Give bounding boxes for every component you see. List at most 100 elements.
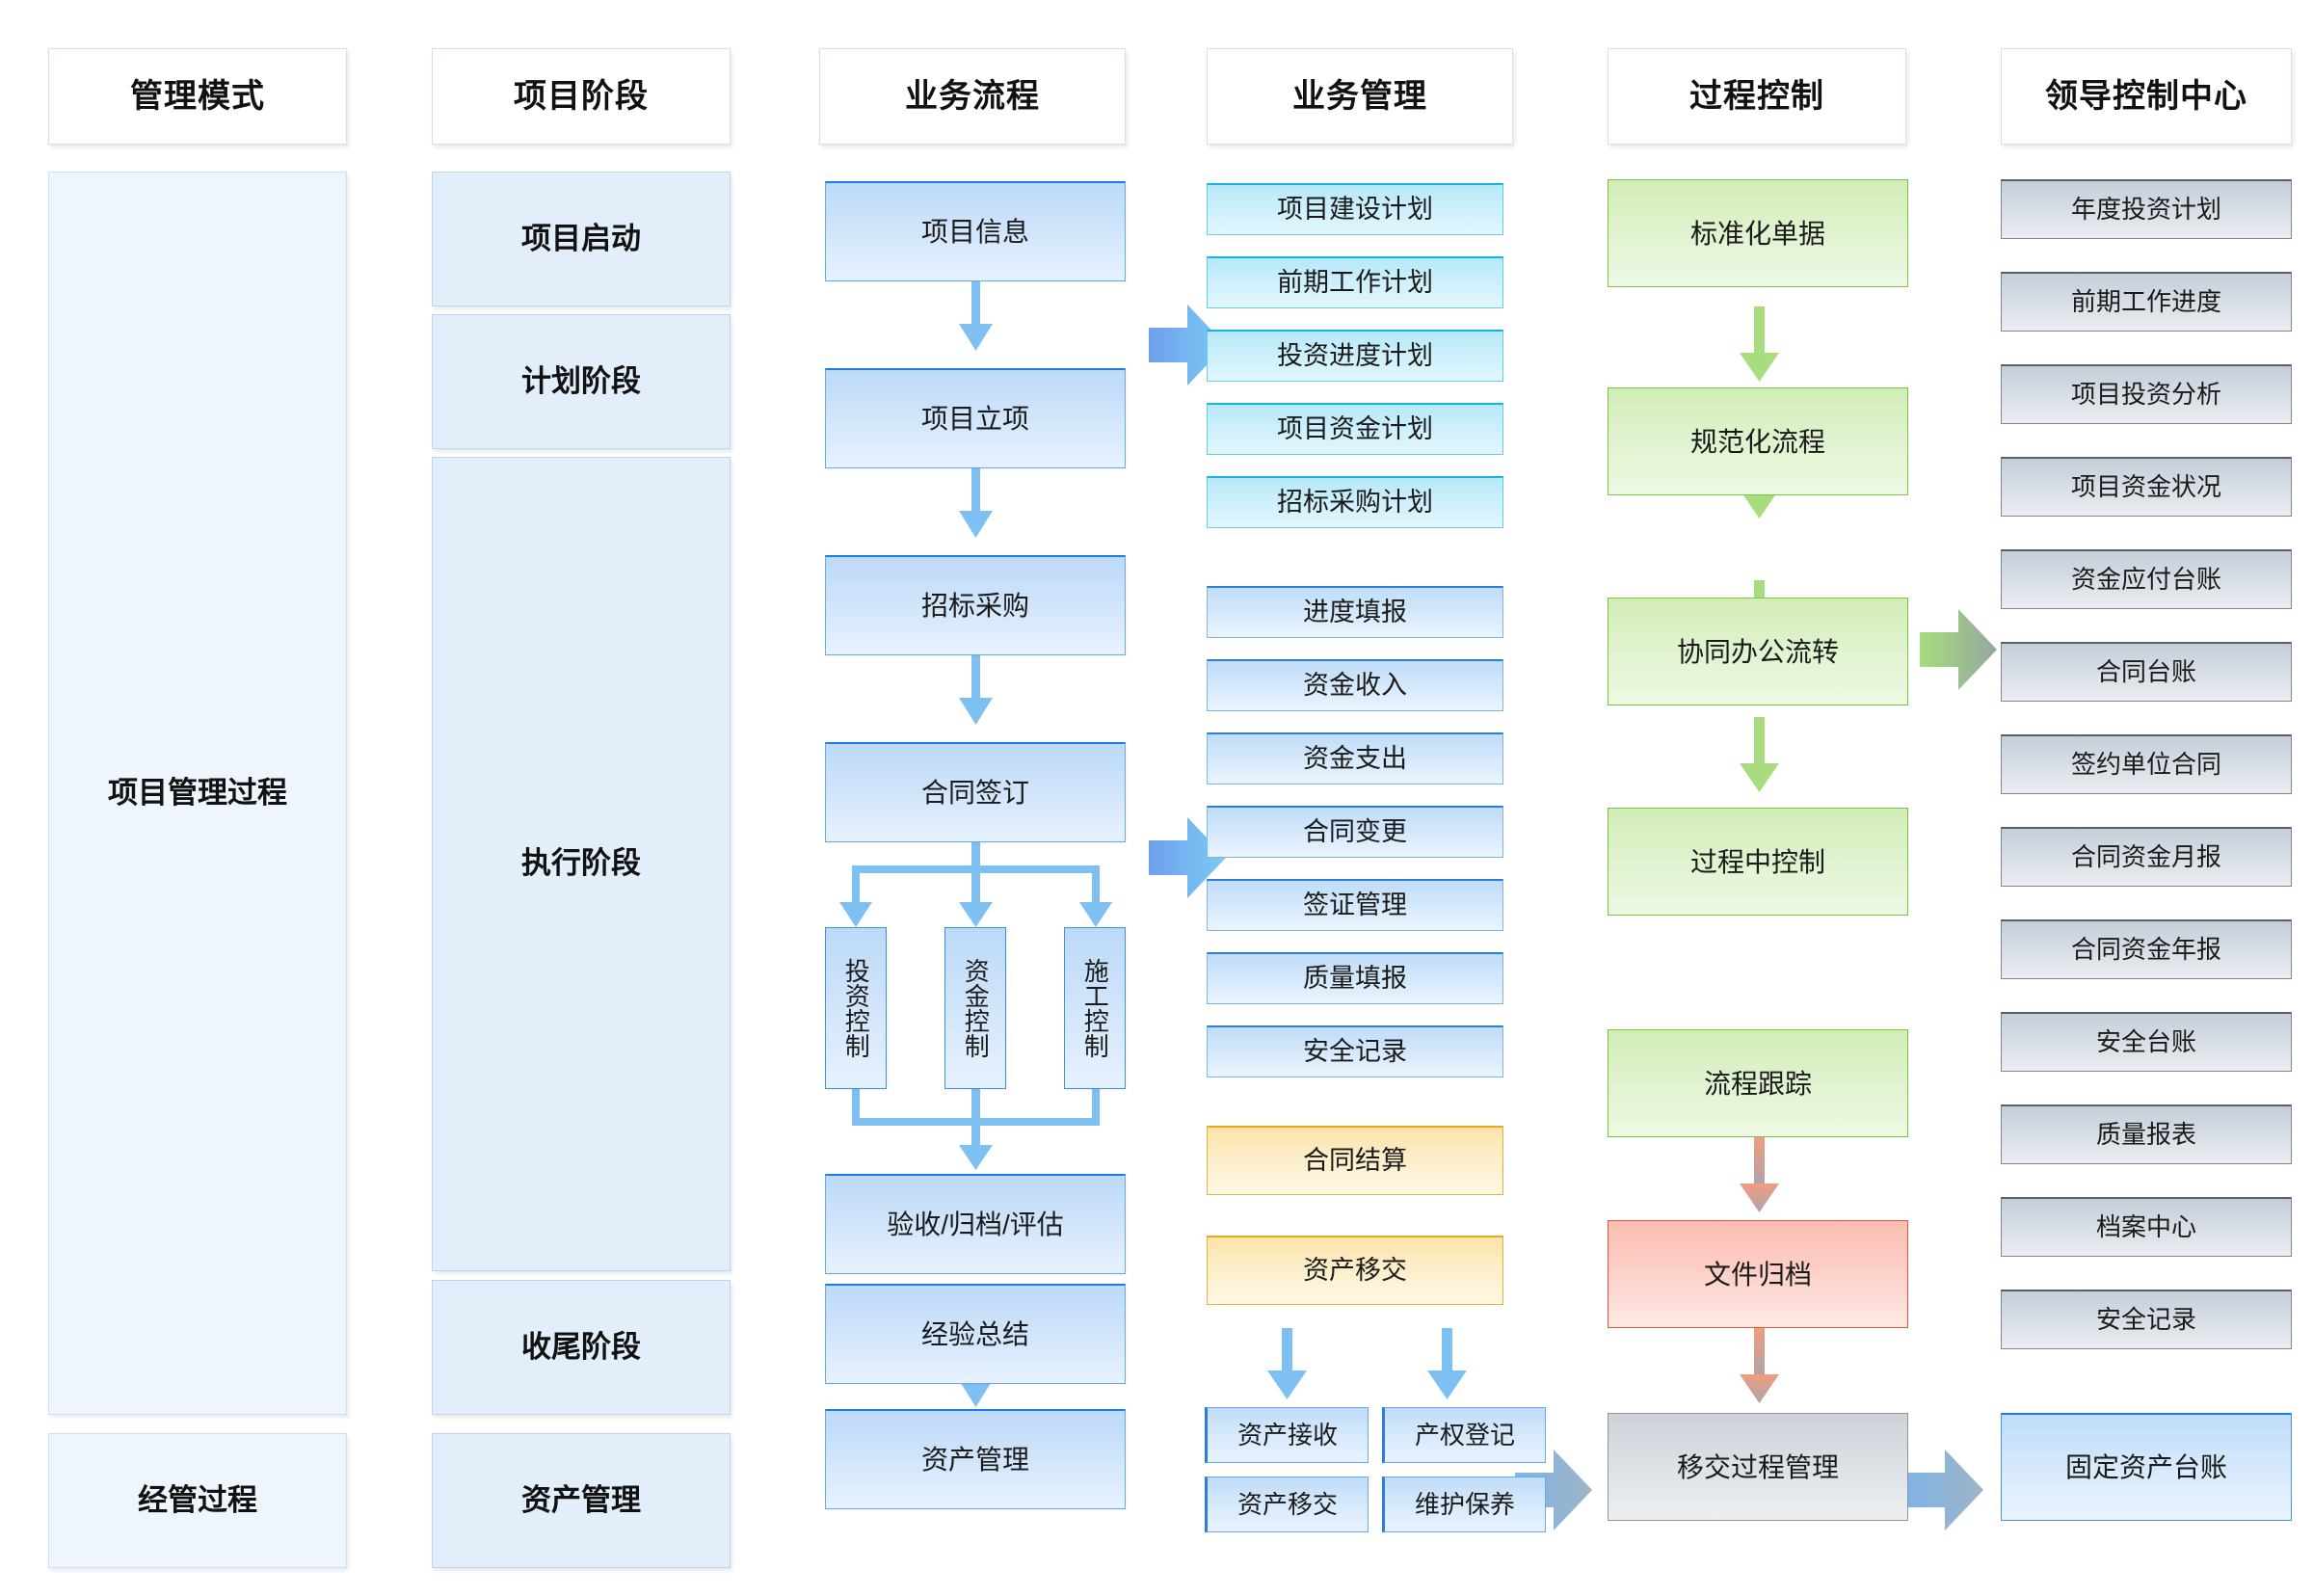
leader-item-signed-unit-contract[interactable]: 签约单位合同 bbox=[2001, 734, 2292, 794]
item-label: 资金支出 bbox=[1303, 743, 1407, 773]
process-node-experience-summary[interactable]: 经验总结 bbox=[825, 1284, 1126, 1384]
leader-item-archive-center[interactable]: 档案中心 bbox=[2001, 1197, 2292, 1257]
leader-item-contract-fund-monthly[interactable]: 合同资金月报 bbox=[2001, 827, 2292, 887]
item-label: 合同台账 bbox=[2095, 657, 2196, 687]
item-label: 签约单位合同 bbox=[2070, 750, 2221, 780]
node-label: 资金控制 bbox=[961, 958, 991, 1058]
control-node-collaborative-office[interactable]: 协同办公流转 bbox=[1608, 598, 1908, 705]
item-label: 合同资金月报 bbox=[2070, 842, 2221, 872]
column-header-management-mode: 管理模式 bbox=[48, 48, 347, 145]
process-control-funds[interactable]: 资金控制 bbox=[944, 927, 1006, 1089]
item-label: 合同资金年报 bbox=[2070, 935, 2221, 965]
leader-item-preliminary-progress[interactable]: 前期工作进度 bbox=[2001, 272, 2292, 332]
node-label: 过程中控制 bbox=[1689, 846, 1825, 877]
item-label: 经管过程 bbox=[138, 1482, 257, 1517]
control-node-file-archiving[interactable]: 文件归档 bbox=[1608, 1220, 1908, 1328]
node-label: 项目信息 bbox=[920, 217, 1029, 247]
mgmt-item-quality-report[interactable]: 质量填报 bbox=[1207, 952, 1503, 1004]
phase-item-planning[interactable]: 计划阶段 bbox=[432, 314, 731, 449]
header-label: 项目阶段 bbox=[514, 77, 649, 115]
item-label: 维护保养 bbox=[1414, 1489, 1515, 1519]
column-header-leader-control-center: 领导控制中心 bbox=[2001, 48, 2292, 145]
node-label: 文件归档 bbox=[1703, 1259, 1812, 1290]
leader-item-contract-ledger[interactable]: 合同台账 bbox=[2001, 642, 2292, 702]
item-label: 项目管理过程 bbox=[108, 775, 287, 810]
item-label: 项目启动 bbox=[521, 221, 641, 255]
leader-item-investment-analysis[interactable]: 项目投资分析 bbox=[2001, 364, 2292, 424]
process-node-project-info[interactable]: 项目信息 bbox=[825, 181, 1126, 281]
node-label: 投资控制 bbox=[841, 958, 871, 1058]
phase-item-asset-management[interactable]: 资产管理 bbox=[432, 1433, 731, 1568]
header-label: 业务管理 bbox=[1292, 77, 1427, 115]
leader-item-annual-investment-plan[interactable]: 年度投资计划 bbox=[2001, 179, 2292, 239]
item-label: 执行阶段 bbox=[521, 846, 641, 881]
mgmt-item-safety-record[interactable]: 安全记录 bbox=[1207, 1025, 1503, 1077]
column-header-business-management: 业务管理 bbox=[1207, 48, 1513, 145]
management-mode-project[interactable]: 项目管理过程 bbox=[48, 172, 347, 1415]
control-node-process-tracking[interactable]: 流程跟踪 bbox=[1608, 1029, 1908, 1137]
leader-item-quality-report[interactable]: 质量报表 bbox=[2001, 1104, 2292, 1164]
header-label: 管理模式 bbox=[130, 77, 265, 115]
mgmt-item-maintenance[interactable]: 维护保养 bbox=[1382, 1476, 1546, 1532]
item-label: 项目投资分析 bbox=[2070, 380, 2221, 410]
mgmt-item-fund-expense[interactable]: 资金支出 bbox=[1207, 732, 1503, 785]
node-label: 资产管理 bbox=[920, 1445, 1029, 1475]
leader-item-fund-status[interactable]: 项目资金状况 bbox=[2001, 457, 2292, 517]
process-control-investment[interactable]: 投资控制 bbox=[825, 927, 887, 1089]
control-node-in-process-control[interactable]: 过程中控制 bbox=[1608, 808, 1908, 916]
leader-item-payable-ledger[interactable]: 资金应付台账 bbox=[2001, 549, 2292, 609]
item-label: 固定资产台账 bbox=[2064, 1452, 2227, 1482]
node-label: 规范化流程 bbox=[1689, 426, 1825, 457]
item-label: 合同变更 bbox=[1303, 816, 1407, 846]
mgmt-item-asset-receive[interactable]: 资产接收 bbox=[1205, 1407, 1369, 1463]
control-node-standard-process[interactable]: 规范化流程 bbox=[1608, 387, 1908, 495]
mgmt-item-visa-management[interactable]: 签证管理 bbox=[1207, 879, 1503, 931]
mgmt-item-asset-transfer[interactable]: 资产移交 bbox=[1207, 1236, 1503, 1305]
management-mode-operation[interactable]: 经管过程 bbox=[48, 1433, 347, 1568]
mgmt-item-contract-settlement[interactable]: 合同结算 bbox=[1207, 1126, 1503, 1195]
phase-item-execution[interactable]: 执行阶段 bbox=[432, 457, 731, 1271]
control-node-standard-docs[interactable]: 标准化单据 bbox=[1608, 179, 1908, 287]
item-label: 项目资金状况 bbox=[2070, 472, 2221, 502]
node-label: 验收/归档/评估 bbox=[887, 1210, 1064, 1239]
item-label: 前期工作计划 bbox=[1277, 267, 1433, 297]
item-label: 招标采购计划 bbox=[1277, 487, 1433, 517]
item-label: 计划阶段 bbox=[521, 363, 641, 398]
item-label: 前期工作进度 bbox=[2070, 287, 2221, 317]
process-node-project-approval[interactable]: 项目立项 bbox=[825, 368, 1126, 468]
mgmt-item-construction-plan[interactable]: 项目建设计划 bbox=[1207, 183, 1503, 235]
phase-item-closing[interactable]: 收尾阶段 bbox=[432, 1280, 731, 1415]
item-label: 年度投资计划 bbox=[2070, 195, 2221, 225]
item-label: 资金收入 bbox=[1303, 670, 1407, 700]
mgmt-item-fund-income[interactable]: 资金收入 bbox=[1207, 659, 1503, 711]
item-label: 资产移交 bbox=[1236, 1489, 1338, 1519]
mgmt-item-preliminary-plan[interactable]: 前期工作计划 bbox=[1207, 256, 1503, 308]
process-node-acceptance-archive-eval[interactable]: 验收/归档/评估 bbox=[825, 1174, 1126, 1274]
item-label: 安全记录 bbox=[2095, 1305, 2196, 1335]
mgmt-item-asset-handover[interactable]: 资产移交 bbox=[1205, 1476, 1369, 1532]
node-label: 招标采购 bbox=[920, 591, 1029, 621]
mgmt-item-fund-plan[interactable]: 项目资金计划 bbox=[1207, 403, 1503, 455]
leader-item-fixed-asset-ledger[interactable]: 固定资产台账 bbox=[2001, 1413, 2292, 1521]
mgmt-item-property-registration[interactable]: 产权登记 bbox=[1382, 1407, 1546, 1463]
mgmt-item-investment-progress-plan[interactable]: 投资进度计划 bbox=[1207, 330, 1503, 382]
node-label: 流程跟踪 bbox=[1703, 1068, 1812, 1099]
leader-item-contract-fund-annual[interactable]: 合同资金年报 bbox=[2001, 919, 2292, 979]
process-control-construction[interactable]: 施工控制 bbox=[1064, 927, 1126, 1089]
process-node-asset-management[interactable]: 资产管理 bbox=[825, 1409, 1126, 1509]
leader-item-safety-ledger[interactable]: 安全台账 bbox=[2001, 1012, 2292, 1072]
process-node-contract-signing[interactable]: 合同签订 bbox=[825, 742, 1126, 842]
header-label: 领导控制中心 bbox=[2045, 77, 2247, 115]
node-label: 项目立项 bbox=[920, 404, 1029, 434]
mgmt-item-bidding-plan[interactable]: 招标采购计划 bbox=[1207, 476, 1503, 528]
control-node-transfer-process-mgmt[interactable]: 移交过程管理 bbox=[1608, 1413, 1908, 1521]
phase-item-startup[interactable]: 项目启动 bbox=[432, 172, 731, 306]
leader-item-safety-record[interactable]: 安全记录 bbox=[2001, 1290, 2292, 1349]
process-node-bidding-procurement[interactable]: 招标采购 bbox=[825, 555, 1126, 655]
mgmt-item-contract-change[interactable]: 合同变更 bbox=[1207, 806, 1503, 858]
item-label: 安全记录 bbox=[1303, 1036, 1407, 1066]
node-label: 标准化单据 bbox=[1689, 218, 1825, 249]
mgmt-item-progress-report[interactable]: 进度填报 bbox=[1207, 586, 1503, 638]
header-label: 过程控制 bbox=[1689, 77, 1824, 115]
